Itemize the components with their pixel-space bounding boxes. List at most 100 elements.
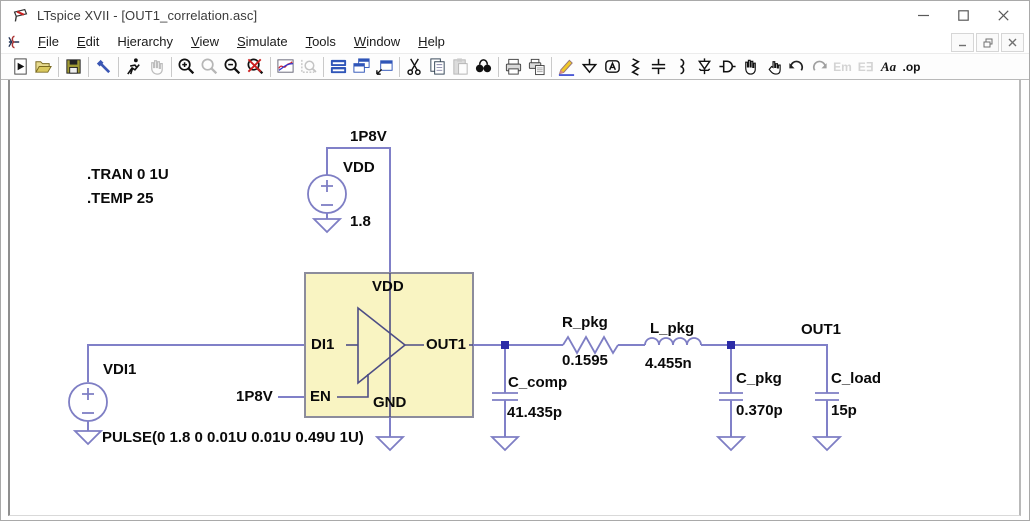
maximize-button[interactable] (943, 1, 983, 30)
vdi1-source-value[interactable]: PULSE(0 1.8 0 0.01U 0.01U 0.49U 1U) (102, 429, 364, 446)
net-label-1p8v-en[interactable]: 1P8V (236, 388, 273, 405)
toolbar-separator (498, 56, 499, 77)
menu-view[interactable]: View (191, 34, 219, 49)
autorange-button[interactable] (297, 55, 320, 79)
cascade-windows-button[interactable] (350, 55, 373, 79)
print-button[interactable] (502, 55, 525, 79)
temp-directive[interactable]: .TEMP 25 (87, 190, 154, 207)
mdi-minimize-button[interactable] (951, 33, 974, 52)
c-load-name[interactable]: C_load (831, 370, 882, 387)
cut-button[interactable] (403, 55, 426, 79)
text-glyph: Aa (880, 59, 897, 74)
new-schematic-button[interactable] (9, 55, 32, 79)
close-button[interactable] (983, 1, 1023, 30)
pin-label-vdd: VDD (372, 278, 404, 295)
vdi1-ground-symbol[interactable] (72, 430, 104, 446)
draw-wire-button[interactable] (555, 55, 578, 79)
menu-window[interactable]: Window (353, 34, 401, 49)
save-button[interactable] (62, 55, 85, 79)
junction-dot (501, 341, 509, 349)
zoom-out-button[interactable] (221, 55, 244, 79)
paste-button[interactable] (449, 55, 472, 79)
toolbar-separator (551, 56, 552, 77)
place-component-button[interactable] (716, 55, 739, 79)
r-pkg-name[interactable]: R_pkg (562, 314, 608, 331)
print-preview-button[interactable] (525, 55, 548, 79)
rotate-glyph: E∃ (857, 59, 874, 74)
zoom-back-button[interactable] (244, 55, 267, 79)
driver-block-symbol[interactable] (304, 272, 474, 418)
menu-file[interactable]: File (38, 34, 59, 49)
place-ground-button[interactable] (578, 55, 601, 79)
output-rail-wire[interactable] (473, 344, 828, 393)
run-simulation-button[interactable] (122, 55, 145, 79)
op-glyph: .op (902, 59, 921, 74)
toolbar-separator (118, 56, 119, 77)
c-load-value[interactable]: 15p (831, 402, 857, 419)
toolbar-separator (323, 56, 324, 77)
vdd-source-value[interactable]: 1.8 (350, 213, 371, 230)
spice-directive-button[interactable]: .op (900, 55, 923, 79)
tile-windows-button[interactable] (327, 55, 350, 79)
pin-label-gnd: GND (373, 394, 407, 411)
vdi1-voltage-source[interactable] (68, 382, 108, 431)
toolbar-separator (88, 56, 89, 77)
input-wire[interactable] (87, 344, 305, 382)
copy-button[interactable] (426, 55, 449, 79)
mdi-close-button[interactable] (1001, 33, 1024, 52)
r-pkg-resistor[interactable] (562, 335, 619, 355)
menu-help[interactable]: Help (418, 34, 445, 49)
c-comp-name[interactable]: C_comp (508, 374, 568, 391)
waveform-viewer-button[interactable] (274, 55, 297, 79)
c-comp-value[interactable]: 41.435p (507, 404, 563, 421)
place-net-label-button[interactable] (601, 55, 624, 79)
menu-tools[interactable]: Tools (305, 34, 336, 49)
c-comp-capacitor[interactable] (489, 345, 521, 452)
block-gnd-wire[interactable] (374, 417, 406, 452)
undo-button[interactable] (785, 55, 808, 79)
mirror-button[interactable]: Em (831, 55, 854, 79)
c-pkg-value[interactable]: 0.370p (736, 402, 783, 419)
halt-simulation-button[interactable] (145, 55, 168, 79)
place-text-button[interactable]: Aa (877, 55, 900, 79)
vdd-ground-symbol[interactable] (311, 218, 343, 234)
minimize-button[interactable] (903, 1, 943, 30)
toolbar: Em E∃ Aa .op (1, 53, 1029, 80)
l-pkg-inductor[interactable] (644, 337, 702, 346)
move-button[interactable] (739, 55, 762, 79)
c-load-capacitor[interactable] (811, 392, 843, 452)
control-panel-button[interactable] (92, 55, 115, 79)
vdd-voltage-source[interactable] (307, 174, 347, 219)
menu-hierarchy[interactable]: Hierarchy (117, 34, 174, 49)
net-label-out1[interactable]: OUT1 (801, 321, 842, 338)
find-button[interactable] (472, 55, 495, 79)
place-inductor-button[interactable] (670, 55, 693, 79)
vdd-feed-wire[interactable] (326, 147, 391, 273)
menu-simulate[interactable]: Simulate (236, 34, 288, 49)
zoom-full-extents-button[interactable] (198, 55, 221, 79)
app-logo-icon (13, 8, 28, 22)
c-pkg-name[interactable]: C_pkg (736, 370, 782, 387)
menu-edit[interactable]: Edit (76, 34, 100, 49)
vdi1-source-name[interactable]: VDI1 (103, 361, 137, 378)
l-pkg-name[interactable]: L_pkg (650, 320, 695, 337)
l-pkg-value[interactable]: 4.455n (645, 355, 692, 372)
place-resistor-button[interactable] (624, 55, 647, 79)
r-pkg-value[interactable]: 0.1595 (562, 352, 608, 369)
open-file-button[interactable] (32, 55, 55, 79)
tran-directive[interactable]: .TRAN 0 1U (87, 166, 169, 183)
c-pkg-capacitor[interactable] (715, 345, 747, 452)
new-window-button[interactable] (373, 55, 396, 79)
place-capacitor-button[interactable] (647, 55, 670, 79)
rotate-button[interactable]: E∃ (854, 55, 877, 79)
zoom-in-button[interactable] (175, 55, 198, 79)
place-diode-button[interactable] (693, 55, 716, 79)
mdi-restore-button[interactable] (976, 33, 999, 52)
toolbar-separator (171, 56, 172, 77)
net-label-1p8v-top[interactable]: 1P8V (350, 128, 387, 145)
schematic-canvas[interactable] (8, 80, 1021, 516)
menu-bar: File Edit Hierarchy View Simulate Tools … (1, 30, 1029, 54)
drag-button[interactable] (762, 55, 785, 79)
vdd-source-name[interactable]: VDD (343, 159, 375, 176)
redo-button[interactable] (808, 55, 831, 79)
